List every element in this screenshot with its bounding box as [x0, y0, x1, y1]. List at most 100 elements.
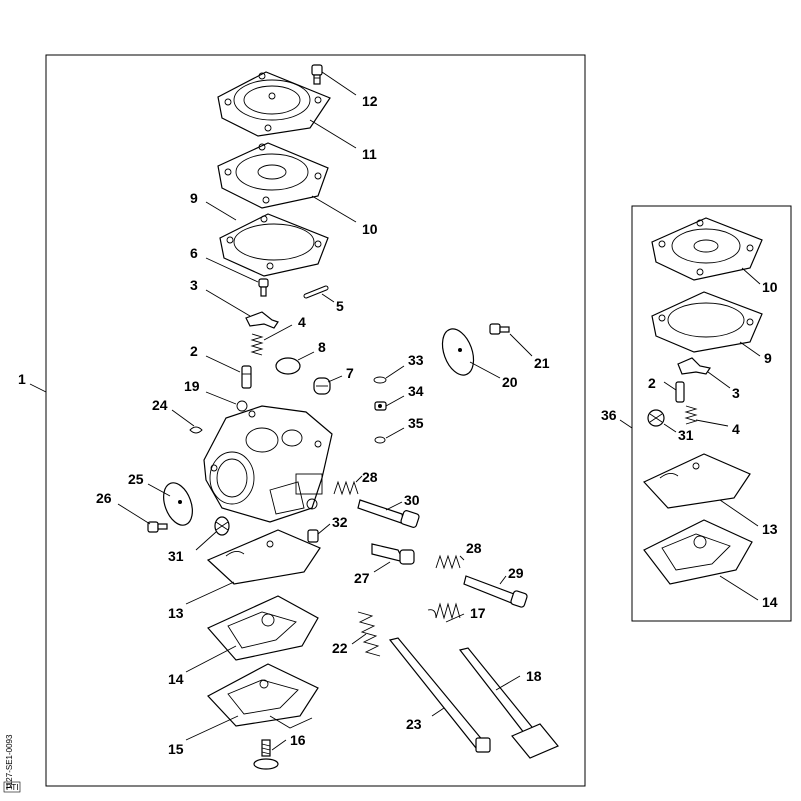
leader-group-36	[619, 419, 633, 429]
main-assembly-frame	[45, 54, 586, 787]
label-35: 35	[408, 415, 424, 431]
label-5: 5	[336, 298, 344, 314]
main-leader-lines	[29, 71, 533, 751]
part-21-screw	[489, 323, 510, 335]
label-20: 20	[502, 374, 518, 390]
kit-label-13: 13	[762, 521, 778, 537]
label-18: 18	[526, 668, 542, 684]
kit-label-4: 4	[732, 421, 740, 437]
label-3: 3	[190, 277, 198, 293]
label-group-1: 1	[18, 371, 26, 387]
kit-part-3-lever	[677, 357, 711, 375]
label-9: 9	[190, 190, 198, 206]
kit-part-13-gasket	[643, 453, 751, 509]
label-2: 2	[190, 343, 198, 359]
kit-part-4-spring	[684, 405, 698, 425]
label-34: 34	[408, 383, 424, 399]
kit-part-labels: 10 9 2 3 31 4 13 14	[648, 279, 778, 610]
label-13: 13	[168, 605, 184, 621]
label-10: 10	[362, 221, 378, 237]
part-28-spring-upper	[333, 480, 359, 496]
part-27-fitting	[371, 543, 415, 565]
label-22: 22	[332, 640, 348, 656]
label-31: 31	[168, 548, 184, 564]
label-14: 14	[168, 671, 184, 687]
label-26: 26	[96, 490, 112, 506]
label-8: 8	[318, 339, 326, 355]
label-29: 29	[508, 565, 524, 581]
part-13-gasket	[206, 529, 321, 585]
label-17: 17	[470, 605, 486, 621]
part-17-spring	[427, 602, 461, 620]
part-34-washer	[374, 401, 387, 411]
part-3-lever	[245, 311, 279, 329]
part-28-spring-lower	[435, 554, 461, 570]
part-33-ring	[373, 376, 387, 384]
kit-frame	[631, 205, 792, 622]
kit-part-10-diaphragm	[651, 217, 763, 281]
part-15-pump-cover	[207, 663, 319, 729]
part-20-throttle-disc	[441, 328, 475, 376]
part-18-throttle-shaft	[458, 647, 559, 759]
label-12: 12	[362, 93, 378, 109]
part-25-choke-disc	[163, 482, 193, 526]
part-11-cover-plate	[217, 71, 331, 137]
kit-label-10: 10	[762, 279, 778, 295]
kit-label-2: 2	[648, 375, 656, 391]
part-19-clip	[236, 400, 248, 412]
label-25: 25	[128, 471, 144, 487]
label-4: 4	[298, 314, 306, 330]
label-16: 16	[290, 732, 306, 748]
label-30: 30	[404, 492, 420, 508]
part-12-screw	[311, 64, 323, 85]
part-4-spring	[250, 333, 264, 356]
part-31-filter	[214, 516, 230, 536]
drawing-code: 1127-SE1-0093	[5, 734, 14, 790]
main-part-labels: 12 11 10 9 6 3 5 4 2 8 7 19 24 33 34 35 …	[96, 93, 550, 757]
kit-part-14-pump-plate	[643, 519, 753, 585]
kit-part-9-gasket	[651, 291, 763, 353]
label-21: 21	[534, 355, 550, 371]
label-15: 15	[168, 741, 184, 757]
part-8-plug	[275, 357, 301, 375]
part-30-adjust-screw	[357, 499, 420, 528]
part-32-bushing	[307, 529, 319, 543]
part-7-cap	[313, 377, 331, 395]
label-33: 33	[408, 352, 424, 368]
label-27: 27	[354, 570, 370, 586]
part-29-adjust-screw	[463, 575, 528, 608]
part-24-clip	[189, 426, 203, 434]
kit-label-31: 31	[678, 427, 694, 443]
kit-leader-lines	[663, 267, 761, 601]
label-28-upper: 28	[362, 469, 378, 485]
part-6-screw	[258, 278, 269, 297]
part-14-pump-plate	[207, 595, 319, 661]
part-23-choke-shaft	[388, 637, 491, 753]
label-19: 19	[184, 378, 200, 394]
kit-part-2-needle	[675, 381, 685, 403]
part-2-needle	[241, 365, 252, 389]
part-9-gasket	[219, 213, 329, 277]
label-24: 24	[152, 397, 168, 413]
kit-label-3: 3	[732, 385, 740, 401]
label-32: 32	[332, 514, 348, 530]
part-5-pin	[303, 285, 329, 299]
label-6: 6	[190, 245, 198, 261]
kit-label-14: 14	[762, 594, 778, 610]
part-35-ring	[374, 436, 386, 444]
corner-tag-box	[3, 781, 21, 793]
part-16-screw	[253, 739, 279, 770]
label-28-lower: 28	[466, 540, 482, 556]
label-group-36: 36	[601, 407, 617, 423]
corner-tag: PTI	[6, 783, 18, 792]
kit-label-9: 9	[764, 350, 772, 366]
part-26-screw	[147, 521, 168, 533]
kit-part-31-filter	[647, 409, 665, 427]
label-23: 23	[406, 716, 422, 732]
label-7: 7	[346, 365, 354, 381]
carburetor-body	[203, 405, 333, 523]
part-22-spring	[357, 611, 381, 657]
label-11: 11	[362, 146, 377, 162]
part-10-diaphragm	[217, 142, 329, 209]
